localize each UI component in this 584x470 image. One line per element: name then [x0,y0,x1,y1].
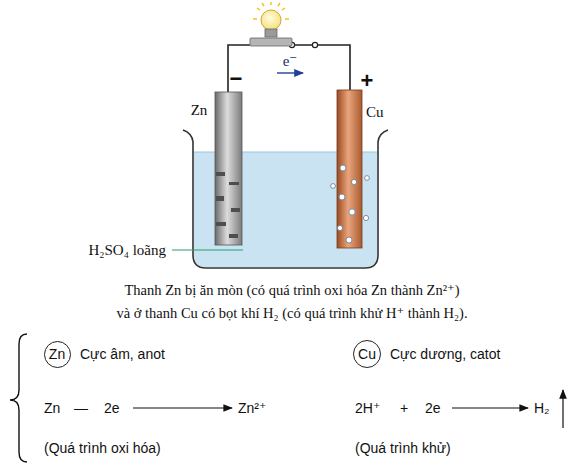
curly-brace [10,334,27,462]
equation-sign: — [74,400,88,417]
equation-term: Zn [44,400,60,417]
corrosion-marks [216,172,240,238]
electrode-symbol: Cu [358,346,376,362]
process-note: (Quá trình khử) [355,440,451,457]
leader-line [172,249,243,250]
bulb-base [265,29,277,37]
reaction-arrow [133,407,232,408]
reaction-arrow [452,407,528,408]
light-bulb [250,2,292,46]
zinc-rod [215,92,242,245]
bulb-socket [250,38,292,46]
equation-term: 2H⁺ [355,400,380,417]
electrode-symbol: Zn [49,346,65,362]
electrode-role: Cực dương, catot [390,346,500,363]
electrode-circle: Cu [353,340,381,368]
electrode-label: Cu [366,103,384,121]
equation-term: Zn²⁺ [238,400,266,417]
polarity-sign: + [361,68,374,94]
switch-contact [312,42,317,47]
electrode-role: Cực âm, anot [80,346,165,363]
solution-label: H₂SO₄ loãng [88,241,166,259]
electron-arrow [277,72,303,73]
bulb-glass [261,10,281,30]
figure-caption: Thanh Zn bị ăn mòn (có quá trình oxi hóa… [82,279,502,325]
gas-up-arrow [562,390,563,428]
equation-sign: + [400,400,408,417]
electrode-circle: Zn [44,341,71,368]
equation-term: 2e [104,400,120,417]
equation-term: H₂ [534,400,550,417]
electron-label: e⁻ [283,52,298,70]
hydrogen-bubbles [331,165,370,243]
wire [292,45,350,90]
copper-rod [337,90,362,248]
polarity-sign: − [230,66,243,92]
wire [228,45,250,92]
electrode-label: Zn [191,101,208,119]
equation-term: 2e [425,400,441,417]
process-note: (Quá trình oxi hóa) [44,440,161,457]
